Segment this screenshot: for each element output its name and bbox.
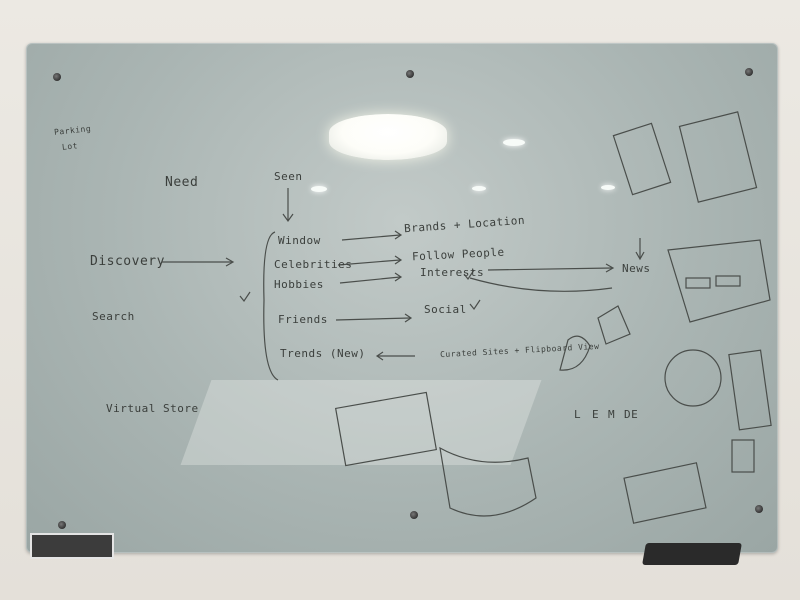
parking-lot-note-line2: Lot xyxy=(61,141,79,152)
ceiling-light-spot xyxy=(503,139,525,146)
ceiling-light-spot xyxy=(601,185,615,190)
day-e: E xyxy=(592,408,600,421)
day-de: DE xyxy=(624,408,639,421)
day-m: M xyxy=(608,408,616,421)
screw-icon xyxy=(745,68,753,76)
social-label: Social xyxy=(424,303,467,316)
marker-icon xyxy=(642,543,742,565)
interests-label: Interests xyxy=(420,266,485,279)
need-label: Need xyxy=(165,175,199,190)
friends-label: Friends xyxy=(278,313,328,326)
ceiling-lamp-reflection xyxy=(329,114,447,160)
seen-label: Seen xyxy=(274,170,303,183)
screw-icon xyxy=(410,511,418,519)
screw-icon xyxy=(406,70,414,78)
news-label: News xyxy=(622,262,651,275)
ceiling-light-spot xyxy=(472,186,486,191)
trends-label: Trends (New) xyxy=(280,347,366,360)
screw-icon xyxy=(53,73,61,81)
discovery-label: Discovery xyxy=(90,254,165,269)
virtual-store-label: Virtual Store xyxy=(106,402,199,415)
ceiling-light-spot xyxy=(311,186,327,192)
hobbies-label: Hobbies xyxy=(274,278,324,291)
screw-icon xyxy=(58,521,66,529)
eraser-icon xyxy=(30,533,114,559)
screw-icon xyxy=(755,505,763,513)
search-label: Search xyxy=(92,310,135,323)
day-l: L xyxy=(574,408,582,421)
window-label: Window xyxy=(278,234,321,247)
celebrities-label: Celebrities xyxy=(274,258,353,271)
